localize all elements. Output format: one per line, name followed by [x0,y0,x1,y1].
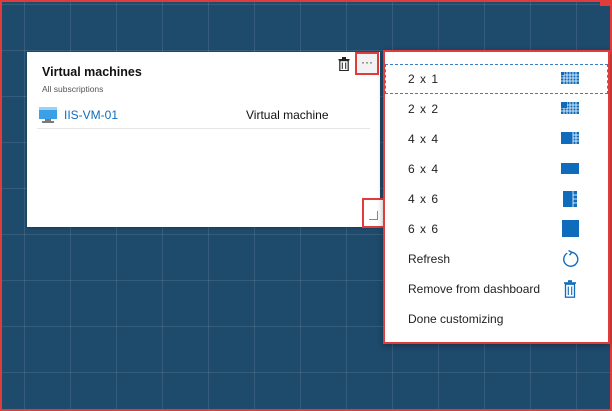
tile-title: Virtual machines [42,65,142,79]
menu-item-2x2[interactable]: 2 x 2 [385,94,608,124]
menu-item-label: 6 x 4 [408,162,440,176]
tile-context-menu: 2 x 1 2 x [383,50,610,344]
menu-item-label: 4 x 6 [408,192,440,206]
size-4x4-icon [559,130,581,148]
virtual-machine-icon [38,106,58,124]
more-options-button[interactable]: ··· [355,52,379,75]
size-4x6-icon [559,190,581,208]
menu-item-label: Remove from dashboard [408,282,541,296]
tile-subtitle: All subscriptions [42,84,104,94]
trash-icon [559,280,581,298]
size-2x1-icon [559,70,581,88]
size-6x4-icon [559,160,581,178]
delete-tile-icon[interactable] [338,57,350,72]
menu-list: 2 x 1 2 x [385,64,608,334]
menu-item-6x6[interactable]: 6 x 6 [385,214,608,244]
menu-item-done-customizing[interactable]: Done customizing [385,304,608,334]
menu-item-refresh[interactable]: Refresh [385,244,608,274]
highlight-marker [600,2,612,6]
size-6x6-icon [559,220,581,238]
menu-item-label: Refresh [408,252,451,266]
size-2x2-icon [559,100,581,118]
menu-item-label: 4 x 4 [408,132,440,146]
resize-handle[interactable] [362,198,386,228]
menu-item-label: 2 x 1 [408,72,440,86]
resize-corner-icon [369,211,378,220]
menu-item-label: 6 x 6 [408,222,440,236]
virtual-machines-tile[interactable]: Virtual machines All subscriptions ··· [27,52,386,228]
menu-item-4x6[interactable]: 4 x 6 [385,184,608,214]
menu-item-remove-from-dashboard[interactable]: Remove from dashboard [385,274,608,304]
vm-type: Virtual machine [246,108,329,122]
menu-item-label: 2 x 2 [408,102,440,116]
vm-name-link[interactable]: IIS-VM-01 [64,108,119,122]
menu-item-2x1[interactable]: 2 x 1 [385,64,608,94]
menu-item-6x4[interactable]: 6 x 4 [385,154,608,184]
table-row[interactable]: IIS-VM-01 Virtual machine [37,104,370,129]
refresh-icon [559,249,581,268]
menu-item-4x4[interactable]: 4 x 4 [385,124,608,154]
menu-item-label: Done customizing [408,312,504,326]
